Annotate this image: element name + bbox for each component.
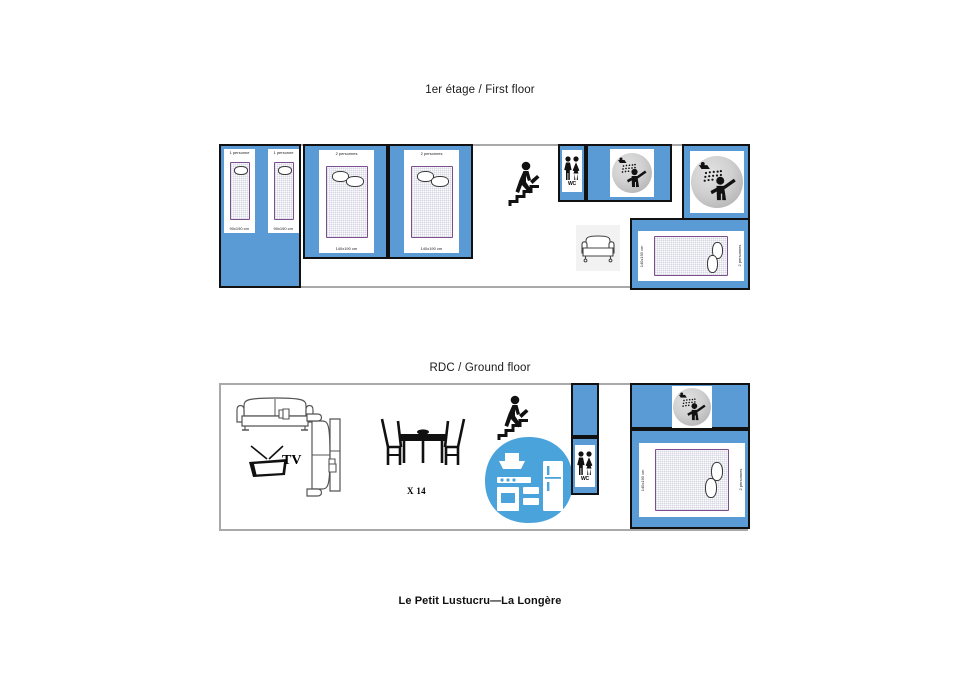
bed-occupancy-label: 2 personnes [736,245,742,267]
stairs-icon [497,395,529,440]
bed-occupancy-label: 1 personne [229,150,250,155]
first-floor-bedroom-twin-singles[interactable]: 1 personne 90x190 cm 1 personne 90x190 c… [219,144,301,288]
mattress [655,449,729,511]
first-floor-wc-room[interactable]: WC [558,144,586,202]
bed-occupancy-label: 2 personnes [737,469,743,491]
shower-icon [698,161,736,201]
pillow-right [345,175,364,187]
bed-card-double[interactable]: 140x190 cm 2 personnes [639,443,745,517]
bed-card-double-3[interactable]: 140x190 cm 2 personnes [638,231,744,281]
bed-size-label: 140x190 cm [335,245,358,251]
pillow-right [430,175,449,187]
wc-icon [577,451,593,475]
armchair-icon [581,235,615,263]
pillow-left [416,170,434,182]
wc-icon [564,156,580,180]
wc-label: WC [568,181,576,187]
first-floor-plan: 1 personne 90x190 cm 1 personne 90x190 c… [219,144,750,290]
first-floor-bedroom-double-2[interactable]: 2 personnes 140x190 cm [388,144,473,259]
mattress [410,165,453,238]
bed-occupancy-label: 1 personne [273,150,294,155]
bed-size-label: 140x190 cm [639,245,644,267]
bed-size-label: 90x190 cm [229,225,250,231]
ground-floor-sofa-horizontal[interactable] [234,394,316,434]
mattress [229,162,250,220]
shower-disc [612,153,652,193]
sofa-icon [236,397,314,431]
ground-floor-plan: TV [219,383,750,531]
first-floor-shower-room-1[interactable] [586,144,672,202]
kitchen-icon [485,437,573,523]
pillow [233,166,248,175]
first-floor-armchair[interactable] [576,225,620,271]
wc-sign: WC [575,445,595,487]
ground-floor-corridor[interactable] [571,383,599,437]
pillow-left [331,170,349,182]
bed-card-double-1[interactable]: 2 personnes 140x190 cm [319,150,374,253]
sofa-icon [306,413,341,497]
bed-size-label: 90x190 cm [273,225,294,231]
first-floor-shower-room-2[interactable] [682,144,750,222]
ground-floor-dining-table[interactable] [373,413,473,483]
ground-floor-shower-room[interactable] [630,383,750,429]
first-floor-staircase[interactable] [506,160,548,208]
shower-sign [690,151,744,213]
bed-card-double-2[interactable]: 2 personnes 140x190 cm [404,150,459,253]
shower-sign [610,149,654,197]
pillow-bottom [705,478,717,498]
wc-label: WC [581,476,589,482]
shower-icon [678,392,706,421]
ground-floor-title: RDC / Ground floor [429,362,531,374]
ground-floor-sofa-vertical[interactable] [305,411,347,499]
stairs-icon [508,161,540,206]
pillow-top [711,462,723,481]
ground-floor-wc-room[interactable]: WC [571,437,599,495]
pillow-bottom [707,255,718,273]
bed-size-label: 140x190 cm [640,469,645,491]
mattress [273,162,294,220]
first-floor-title: 1er étage / First floor [425,84,535,96]
ground-floor-television[interactable] [247,442,289,478]
shower-disc [691,156,743,208]
first-floor-bedroom-double-3[interactable]: 140x190 cm 2 personnes [630,218,750,290]
tv-icon [249,445,287,477]
pillow-top [712,242,723,259]
bed-card-single-a[interactable]: 1 personne 90x190 cm [224,149,255,233]
bed-occupancy-label: 2 personnes [420,151,443,156]
bed-card-single-b[interactable]: 1 personne 90x190 cm [268,149,299,233]
pillow [277,166,292,175]
shower-icon [618,157,647,187]
ground-floor-bedroom-double[interactable]: 140x190 cm 2 personnes [630,429,750,529]
document-footer-caption: Le Petit Lustucru—La Longère [398,595,562,607]
tv-label: TV [282,453,302,468]
ground-floor-staircase[interactable] [495,394,537,442]
mattress [654,236,728,276]
bed-occupancy-label: 2 personnes [335,151,358,156]
shower-disc [673,388,711,426]
first-floor-bedroom-double-1[interactable]: 2 personnes 140x190 cm [303,144,388,259]
ground-floor-kitchen[interactable] [483,435,575,525]
dining-table-icon [380,418,466,465]
shower-sign [672,386,712,428]
bed-size-label: 140x190 cm [420,245,443,251]
dining-seats-count: X 14 [407,486,426,496]
wc-sign: WC [562,150,582,192]
mattress [325,165,368,238]
